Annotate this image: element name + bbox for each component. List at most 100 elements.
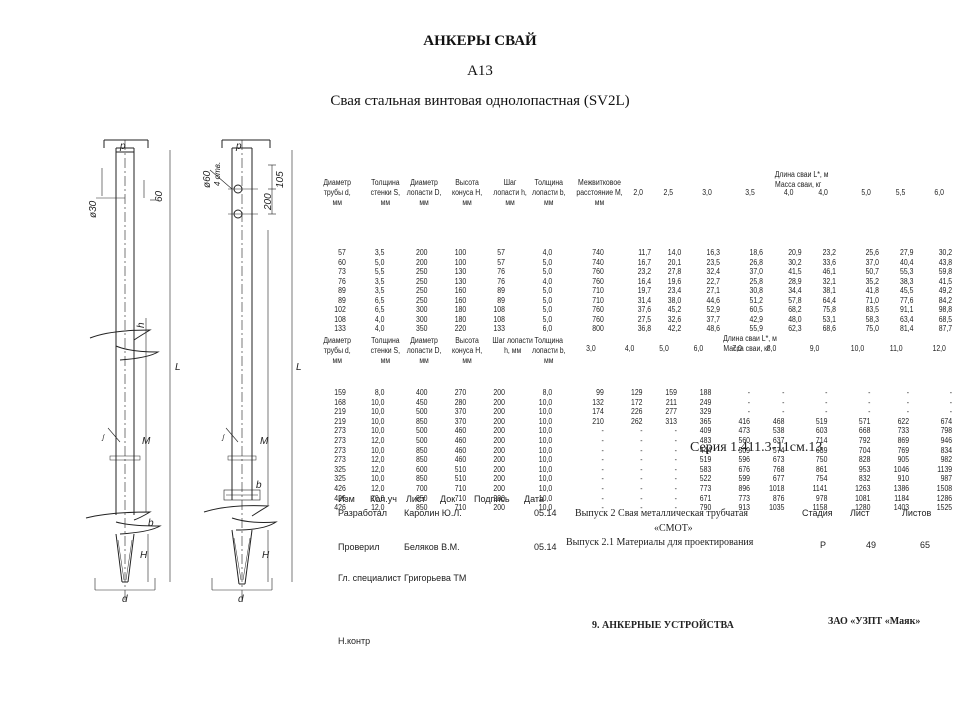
table-cell: - — [674, 474, 677, 484]
table-2-length-0: 3,0 — [586, 344, 596, 353]
table-cell: 768 — [772, 464, 785, 474]
table-cell: 668 — [858, 426, 871, 436]
table-cell: 953 — [858, 464, 871, 474]
table-cell: 44,6 — [706, 295, 720, 305]
table-cell: 108 — [493, 314, 505, 324]
table-cell: 1046 — [893, 464, 910, 474]
left-label-h2: H — [140, 550, 148, 561]
table-cell: 89 — [497, 295, 505, 305]
table-cell: 571 — [858, 416, 871, 426]
table-cell: 16,4 — [637, 276, 652, 286]
table-cell: 800 — [592, 324, 604, 333]
table-2-header-3: Высота конуса H, мм — [451, 336, 483, 365]
stage-value: Р — [820, 540, 827, 550]
table-cell: 828 — [858, 455, 871, 465]
table-cell: 200 — [493, 445, 505, 455]
table-2-length-7: 10,0 — [850, 344, 865, 353]
table-cell: - — [949, 397, 953, 407]
right-label-m: M — [260, 436, 269, 447]
table-cell: 58,3 — [865, 314, 879, 324]
table-cell: - — [601, 455, 604, 465]
table-cell: 89 — [338, 295, 346, 305]
left-label-p: p — [119, 141, 126, 152]
table-cell: 68,2 — [788, 305, 802, 314]
table-cell: 108 — [493, 305, 505, 314]
table-cell: 55,3 — [900, 267, 914, 276]
table-cell: 910 — [897, 474, 910, 484]
table-cell: 400 — [416, 388, 428, 397]
table-cell: 519 — [699, 455, 712, 465]
table-cell: 25,6 — [865, 248, 879, 257]
table-cell: - — [640, 426, 643, 436]
table-cell: 1139 — [937, 464, 953, 474]
table-cell: 48,6 — [706, 324, 720, 333]
table-cell: 714 — [815, 436, 828, 445]
table-cell: 444 — [699, 445, 712, 455]
table-cell: 250 — [416, 295, 428, 305]
table-cell: 500 — [416, 426, 428, 436]
table-1-length-0: 2,0 — [633, 188, 643, 197]
table-1-header-2: Диаметр лопасти D, мм — [406, 178, 442, 207]
table-cell: 329 — [699, 407, 712, 417]
table-cell: 460 — [454, 445, 467, 455]
table-cell: 560 — [738, 436, 750, 445]
table-cell: 130 — [454, 276, 467, 286]
table-cell: 249 — [699, 397, 712, 407]
table-cell: 273 — [334, 436, 346, 445]
table-cell: 10,0 — [371, 474, 385, 484]
table-cell: 10,0 — [371, 407, 385, 417]
table-cell: 850 — [416, 416, 428, 426]
table-cell: 23,4 — [667, 286, 682, 295]
table-cell: 1141 — [812, 484, 828, 493]
table-cell: 100 — [454, 248, 467, 257]
sheets-value: 65 — [920, 540, 931, 550]
table-cell: 1035 — [769, 503, 785, 513]
right-label-l: L — [296, 362, 302, 373]
table-2-length-2: 5,0 — [659, 344, 669, 353]
table-cell: 27,1 — [706, 286, 720, 295]
table-2-length-4: 7,0 — [732, 344, 742, 353]
table-cell: 10,0 — [538, 464, 553, 474]
table-cell: 180 — [454, 305, 467, 314]
table-cell: 1280 — [855, 503, 871, 513]
table-cell: 250 — [416, 286, 428, 295]
table-cell: - — [906, 397, 910, 407]
description-line-2: Выпуск 2.1 Материалы для проектирования — [566, 537, 754, 548]
table-cell: 37,0 — [749, 267, 763, 276]
table-cell: 49,2 — [938, 286, 953, 295]
table-cell: 325 — [334, 474, 346, 484]
sheet-label: Лист — [850, 508, 870, 518]
table-cell: - — [640, 445, 643, 455]
table-cell: 519 — [815, 416, 828, 426]
table-1-length-2: 3,0 — [702, 188, 712, 197]
table-cell: 27,9 — [900, 248, 914, 257]
table-cell: 77,6 — [900, 295, 914, 305]
table-cell: 850 — [416, 474, 428, 484]
table-cell: 129 — [631, 388, 643, 397]
table-cell: 4,0 — [374, 324, 385, 333]
table-cell: 596 — [738, 455, 750, 465]
table-cell: 6,5 — [374, 305, 385, 314]
table-1-length-5: 4,0 — [818, 188, 828, 197]
table-cell: 133 — [493, 324, 505, 333]
table-cell: 850 — [416, 493, 428, 503]
table-cell: 710 — [454, 503, 467, 513]
table-cell: 102 — [334, 305, 346, 314]
table-cell: 26,8 — [749, 257, 763, 267]
table-cell: - — [906, 407, 910, 417]
table-cell: 5,5 — [374, 267, 385, 276]
table-cell: 280 — [454, 397, 467, 407]
table-cell: 50,7 — [865, 267, 879, 276]
left-label-d: d — [122, 594, 128, 605]
table-cell: 850 — [416, 445, 428, 455]
table-cell: 10,0 — [538, 445, 553, 455]
table-cell: - — [601, 484, 604, 493]
col-list: Лист — [406, 494, 426, 504]
table-cell: 1081 — [855, 493, 871, 503]
table-cell: 18,6 — [749, 248, 763, 257]
table-cell: 75,8 — [822, 305, 836, 314]
table-cell: 37,0 — [865, 257, 879, 267]
table-cell: 262 — [631, 416, 643, 426]
table-cell: 5,0 — [542, 267, 553, 276]
